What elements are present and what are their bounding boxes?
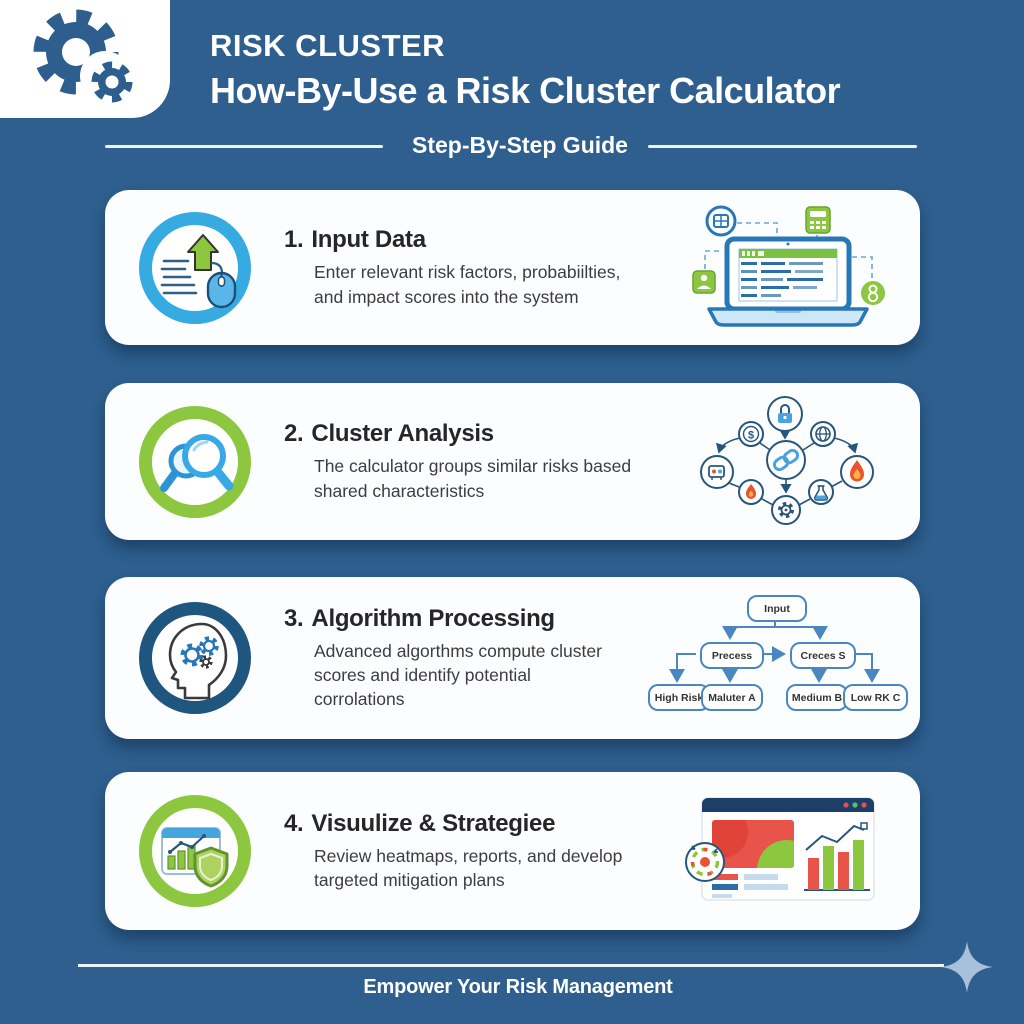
step-description: The calculator groups similar risks base…: [314, 456, 632, 501]
flowchart-leaf-cluster-c: Low RK C: [843, 684, 908, 711]
step-number: 1.: [284, 226, 304, 254]
step-number: 2.: [284, 420, 304, 448]
step-title: 4.Visuulize & Strategiee: [284, 809, 556, 837]
footer-divider: [78, 964, 944, 967]
browser-header: [702, 798, 874, 812]
magnifier-icon: [139, 405, 251, 518]
flowchart-node-input: Input: [747, 595, 807, 622]
subtitle-divider-left: [105, 145, 383, 148]
flowchart-leaf-cluster-b: Medium B: [786, 684, 848, 711]
flowchart-node-process: Precess: [700, 642, 764, 669]
dashboard-report-illustration: [685, 790, 892, 917]
subtitle: Step-By-Step Guide: [412, 132, 628, 158]
step-card-algorithm-processing: 3.Algorithm Processing Advanced algorthm…: [105, 577, 920, 739]
brain-gears-icon: [168, 622, 228, 700]
user-badge-icon: [692, 270, 716, 294]
step-title: 2.Cluster Analysis: [284, 420, 494, 448]
sparkle-icon: [941, 941, 993, 993]
device-node: [700, 455, 734, 489]
chart-shield-icon: [139, 795, 251, 907]
cluster-flowchart: Input Precess Creces S High Risk Maluter…: [640, 587, 912, 729]
subtitle-divider-right: [648, 145, 917, 148]
dollar-node: [738, 421, 764, 447]
page-title: How-By-Use a Risk Cluster Calculator: [210, 70, 841, 111]
step-title: 3.Algorithm Processing: [284, 604, 555, 632]
flowchart-leaf-cluster-a: Maluter A: [701, 684, 763, 711]
risk-network-illustration: $: [670, 383, 920, 540]
dashboard-shield-icon: [161, 827, 229, 888]
upload-data-icon: [139, 211, 251, 324]
flowchart-node-process-2: Creces S: [790, 642, 856, 669]
calculator-badge-icon: [805, 206, 831, 234]
head-gears-icon: [139, 602, 251, 714]
step-description: Review heatmaps, reports, and develop ta…: [314, 845, 623, 890]
flowchart-leaf-high-risk: High Risk: [648, 684, 710, 711]
step-number: 4.: [284, 809, 304, 837]
step-description: Advanced algorthms compute cluster score…: [314, 640, 602, 710]
logo-corner: [0, 0, 170, 118]
step-card-visualize-strategize: 4.Visuulize & Strategiee Review heatmaps…: [105, 772, 920, 930]
svg-text:$: $: [748, 430, 754, 442]
double-magnifier-icon: [160, 433, 234, 492]
step-description: Enter relevant risk factors, probabiilti…: [314, 262, 621, 307]
brand-title: RISK CLUSTER: [210, 28, 446, 63]
step-title: 1.Input Data: [284, 226, 426, 254]
step-card-input-data: 1.Input Data Enter relevant risk factors…: [105, 190, 920, 345]
step-card-cluster-analysis: 2.Cluster Analysis The calculator groups…: [105, 383, 920, 540]
gears-icon: [33, 9, 133, 103]
bar-chart: [808, 858, 819, 890]
laptop-spreadsheet-illustration: [665, 190, 920, 345]
footer-tagline: Empower Your Risk Management: [363, 976, 673, 998]
gauge-badge-icon: [685, 842, 725, 882]
document-upload-mouse-icon: [160, 233, 237, 308]
step-number: 3.: [284, 604, 304, 632]
